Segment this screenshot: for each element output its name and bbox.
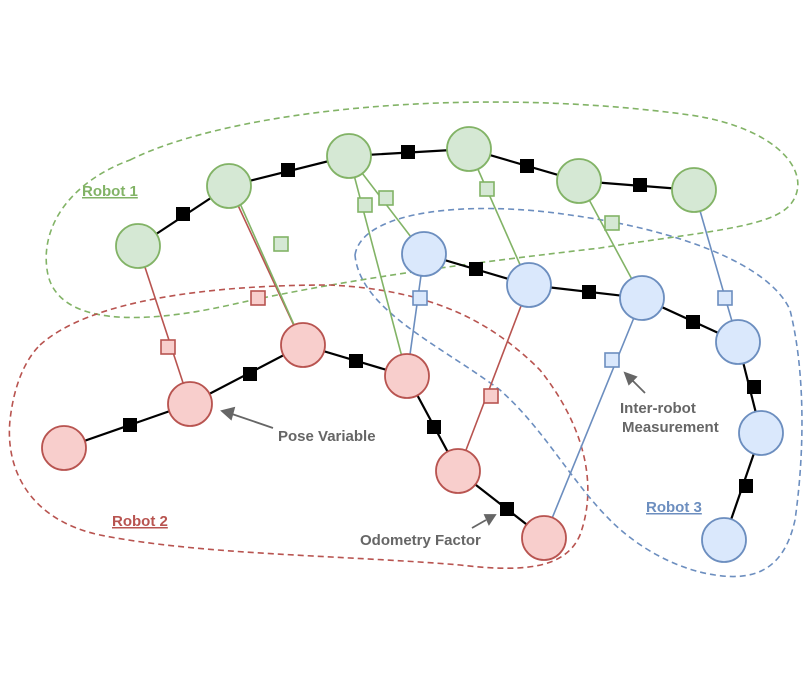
robot1-poses <box>115 126 717 269</box>
pose-node <box>401 231 447 277</box>
pose-node <box>556 158 602 204</box>
pose-node <box>384 353 430 399</box>
factor-square-r2-b <box>250 290 266 306</box>
robot2-poses <box>41 322 567 561</box>
odometry-square <box>747 380 761 394</box>
odometry-factors <box>123 145 761 516</box>
factor-square-r3-a <box>412 290 428 306</box>
pose-node <box>167 381 213 427</box>
robot1-label: Robot 1 <box>82 183 138 200</box>
arrow-inter-robot <box>631 379 646 394</box>
factor-square-r3-b <box>717 290 733 306</box>
group-boundaries <box>8 101 803 578</box>
pose-node <box>701 517 747 563</box>
odometry-square <box>281 163 295 177</box>
edge-r1-r2-a <box>137 245 191 405</box>
odometry-square <box>582 285 596 299</box>
pose-node <box>206 163 252 209</box>
measurement-factors <box>160 181 733 404</box>
inter-robot-label-line2: Measurement <box>622 419 719 436</box>
odometry-square <box>686 315 700 329</box>
factor-square-r1-d <box>479 181 495 197</box>
robot3-poses <box>401 231 784 563</box>
edge-r3-r2-c <box>543 297 643 539</box>
factor-square-r2-a <box>160 339 176 355</box>
pose-node <box>671 167 717 213</box>
pose-node <box>506 262 552 308</box>
robot3-boundary <box>354 207 803 578</box>
arrow-pose-variable-head <box>220 406 236 421</box>
factor-square-r2-c <box>483 388 499 404</box>
pose-node <box>521 515 567 561</box>
inter-robot-label-line1: Inter-robot <box>620 400 696 417</box>
arrow-odometry-head <box>483 514 497 526</box>
edge-r1-r3-b <box>468 148 530 286</box>
odometry-square <box>633 178 647 192</box>
odometry-square <box>401 145 415 159</box>
pose-node <box>115 223 161 269</box>
edge-r1-r2-e <box>348 155 408 377</box>
odometry-square <box>500 502 514 516</box>
pose-variable-label: Pose Variable <box>278 428 376 445</box>
arrow-odometry <box>471 519 487 529</box>
pose-node <box>280 322 326 368</box>
odometry-square <box>520 159 534 173</box>
odometry-factor-label: Odometry Factor <box>360 532 481 549</box>
factor-square-r1-e <box>604 215 620 231</box>
edge-r3-r2-b <box>457 284 530 472</box>
odometry-square <box>739 479 753 493</box>
odometry-square <box>427 420 441 434</box>
pose-node <box>738 410 784 456</box>
pose-node <box>435 448 481 494</box>
factor-square-r1-a <box>273 236 289 252</box>
robot1-boundary <box>45 101 799 319</box>
arrow-pose-variable <box>231 413 274 429</box>
pose-node <box>715 319 761 365</box>
factor-square-r1-c <box>378 190 394 206</box>
edge-r1-r3-d <box>693 189 739 343</box>
odometry-square <box>176 207 190 221</box>
odometry-square <box>469 262 483 276</box>
pose-node <box>41 425 87 471</box>
edge-r1-r2-d <box>233 189 304 346</box>
odometry-square <box>243 367 257 381</box>
robot2-boundary <box>8 284 589 569</box>
arrow-inter-robot-head <box>623 371 638 386</box>
pose-node <box>326 133 372 179</box>
odometry-square <box>349 354 363 368</box>
robot2-label: Robot 2 <box>112 513 168 530</box>
pose-node <box>446 126 492 172</box>
robot3-label: Robot 3 <box>646 499 702 516</box>
factor-square-r1-b <box>357 197 373 213</box>
factor-square-r3-c <box>604 352 620 368</box>
annotation-arrows <box>220 371 646 529</box>
odometry-square <box>123 418 137 432</box>
pose-node <box>619 275 665 321</box>
